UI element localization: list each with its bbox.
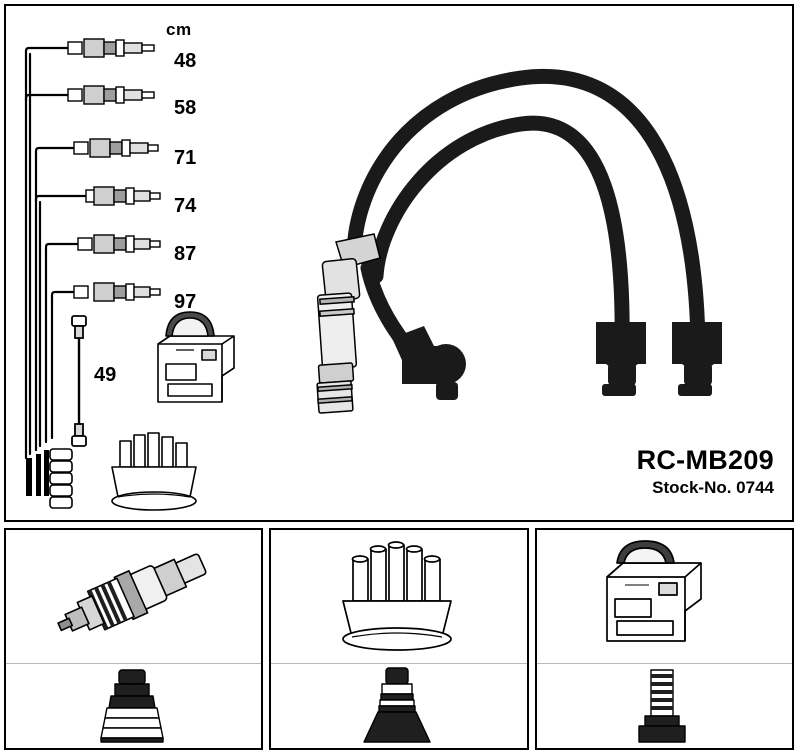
spark-plug-panel [4, 528, 264, 750]
spark-plug-boot-2 [596, 322, 646, 396]
component-legend-row [4, 528, 794, 750]
distributor-cap-panel [269, 528, 529, 750]
length-label-87: 87 [174, 243, 197, 265]
main-cable-assembly [316, 69, 722, 414]
spark-plug-cell [6, 530, 261, 663]
length-label-49: 49 [94, 364, 117, 386]
length-label-71: 71 [174, 147, 197, 169]
spark-plug-connector-cell [6, 664, 261, 748]
panel-divider [536, 663, 792, 664]
panel-divider [6, 663, 262, 664]
length-label-48: 48 [174, 50, 197, 72]
spark-plug-connector-icon [99, 669, 164, 743]
spark-plug-boot-1 [392, 326, 466, 400]
distributor-cap-icon [342, 540, 452, 651]
length-label-74: 74 [174, 195, 197, 217]
ignition-coil-panel [534, 528, 794, 750]
cable-connectors [67, 38, 161, 302]
part-info: RC-MB209 Stock-No. 0744 [637, 446, 774, 498]
coil-connector-icon [638, 669, 687, 743]
distributor-connector-cell [271, 664, 526, 748]
distributor-cap-cell [271, 530, 526, 663]
main-diagram-panel: cm [4, 4, 794, 522]
cable-schematic-group [24, 38, 161, 509]
part-number: RC-MB209 [636, 445, 774, 475]
stock-number: Stock-No. 0744 [652, 478, 774, 498]
length-label-58: 58 [174, 97, 197, 119]
spark-plug-boot-3 [672, 322, 722, 396]
distributor-cap-small-icon [111, 432, 197, 511]
spark-plug-icon [56, 552, 207, 632]
ignition-coil-cell [537, 530, 792, 663]
ignition-coil-small-icon [157, 311, 235, 403]
harness-terminals [26, 448, 73, 509]
coil-lead-49 [71, 315, 87, 447]
coil-connector-cell [537, 664, 792, 748]
length-label-97: 97 [174, 291, 197, 313]
ignition-coil-icon [606, 539, 703, 642]
coil-connector-metal [316, 233, 381, 414]
panel-divider [271, 663, 527, 664]
unit-label: cm [166, 20, 192, 39]
distributor-connector-icon [363, 667, 431, 743]
